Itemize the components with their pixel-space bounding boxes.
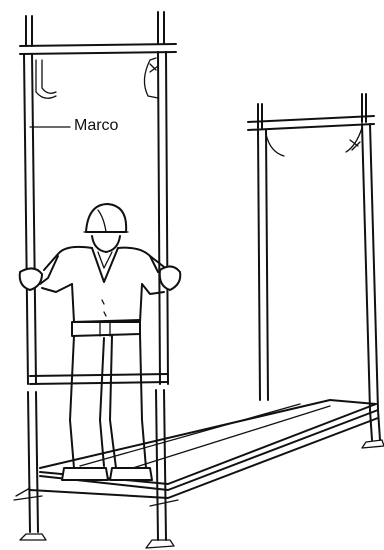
frame-callout-label: Marco: [74, 118, 118, 134]
rear-frame: [248, 94, 384, 448]
plank-platform: [30, 400, 378, 498]
